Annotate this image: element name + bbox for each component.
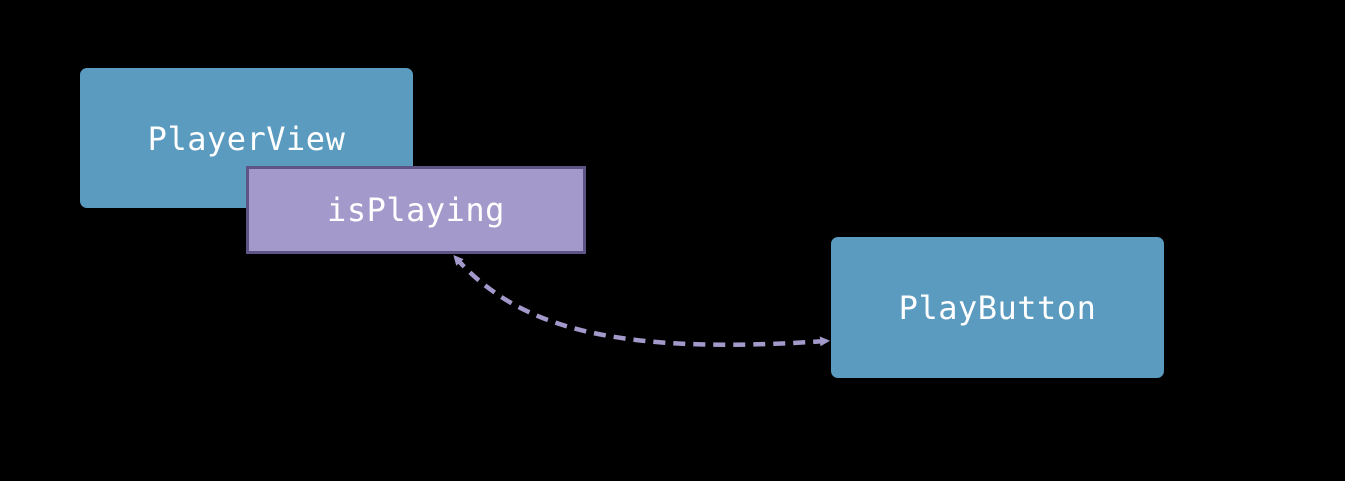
- play-button-node: PlayButton: [831, 237, 1164, 378]
- play-button-label: PlayButton: [898, 288, 1097, 327]
- is-playing-state-node: isPlaying: [246, 166, 586, 254]
- is-playing-label: isPlaying: [327, 191, 505, 229]
- player-view-label: PlayerView: [147, 120, 346, 158]
- binding-dashed-arrow: [453, 255, 830, 347]
